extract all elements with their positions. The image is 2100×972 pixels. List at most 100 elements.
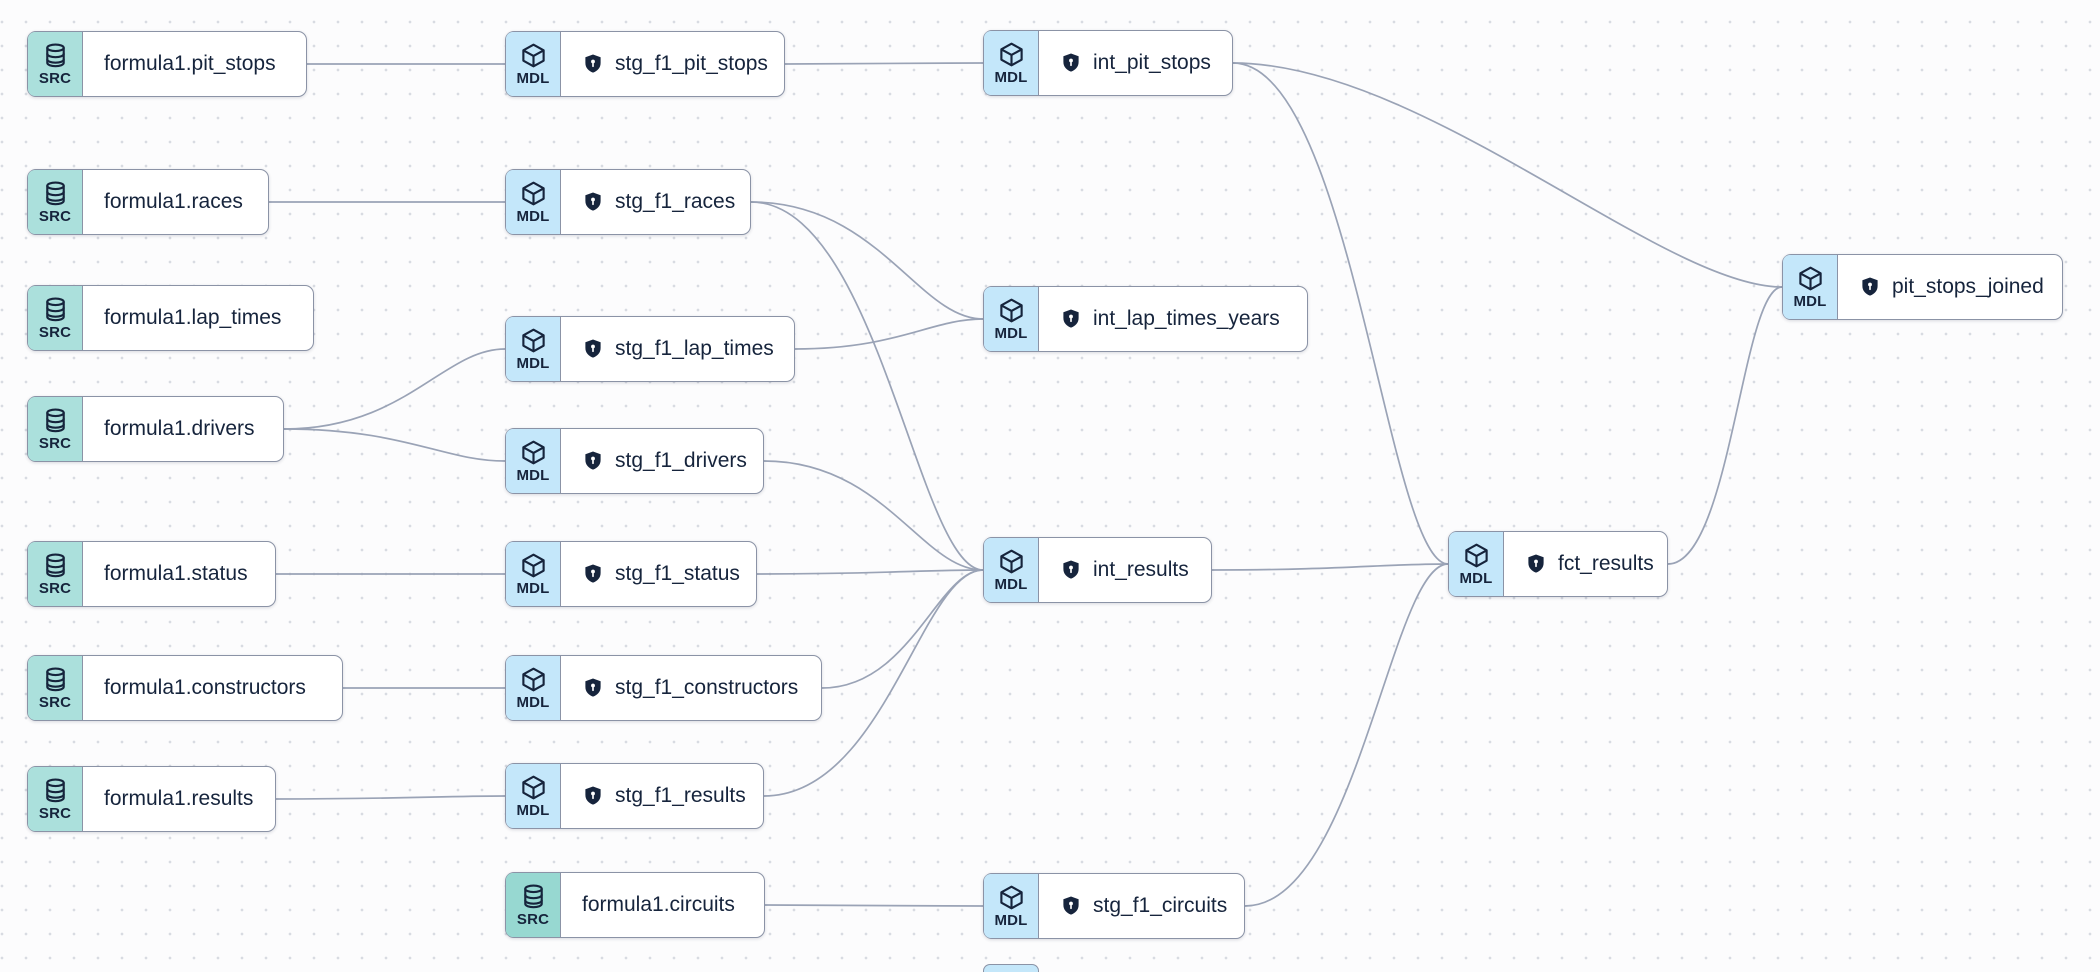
- shield-icon: [585, 564, 601, 583]
- edge-fct_results--pit_stops_joined: [1667, 286, 1783, 565]
- edge-stg_f1_lap_times--int_lap_times_years: [794, 318, 984, 350]
- model-cube-icon: [1798, 266, 1822, 291]
- node-body: int_pit_stops: [1039, 31, 1232, 95]
- node-body: stg_f1_constructors: [561, 656, 821, 720]
- badge-label: MDL: [516, 70, 550, 87]
- model-cube-icon: [521, 553, 545, 578]
- node-stg_f1_status[interactable]: MDL stg_f1_status: [505, 541, 757, 607]
- shield-icon: [585, 339, 601, 358]
- node-body: formula1.drivers: [83, 397, 283, 461]
- edge-stg_f1_drivers--int_results: [763, 460, 984, 571]
- node-formula1-results[interactable]: SRC formula1.results: [27, 766, 276, 832]
- badge-label: MDL: [516, 694, 550, 711]
- node-stg_f1_pit_stops[interactable]: MDL stg_f1_pit_stops: [505, 31, 785, 97]
- node-stg_f1_constructors[interactable]: MDL stg_f1_constructors: [505, 655, 822, 721]
- node-label: int_lap_times_years: [1093, 307, 1280, 330]
- model-type-badge: MDL: [506, 542, 561, 606]
- badge-label: MDL: [994, 576, 1028, 593]
- node-label: stg_f1_pit_stops: [615, 52, 768, 75]
- node-body: stg_f1_lap_times: [561, 317, 794, 381]
- node-body: formula1.results: [83, 767, 275, 831]
- badge-label: MDL: [516, 580, 550, 597]
- node-body: stg_f1_drivers: [561, 429, 765, 493]
- edge-formula1-drivers--stg_f1_lap_times: [283, 348, 506, 430]
- node-label: formula1.results: [104, 787, 254, 810]
- node-body: int_results: [1039, 538, 1211, 602]
- node-int_results[interactable]: MDL int_results: [983, 537, 1212, 603]
- node-body: stg_f1_status: [561, 542, 758, 606]
- model-type-badge: MDL: [506, 317, 561, 381]
- node-formula1-status[interactable]: SRC formula1.status: [27, 541, 276, 607]
- node-formula1-races[interactable]: SRC formula1.races: [27, 169, 269, 235]
- badge-label: MDL: [994, 912, 1028, 929]
- database-icon: [45, 553, 65, 578]
- node-label: formula1.drivers: [104, 417, 255, 440]
- node-label: pit_stops_joined: [1892, 275, 2044, 298]
- shield-icon: [1063, 53, 1079, 72]
- model-type-badge: MDL: [506, 764, 561, 828]
- node-label: formula1.status: [104, 562, 248, 585]
- edge-int_results--fct_results: [1211, 563, 1449, 571]
- node-body: formula1.constructors: [83, 656, 342, 720]
- model-cube-icon: [521, 328, 545, 353]
- badge-label: MDL: [1459, 570, 1493, 587]
- node-body: pit_stops_joined: [1838, 255, 2062, 319]
- edge-stg_f1_circuits--fct_results: [1244, 563, 1449, 907]
- node-label: stg_f1_constructors: [615, 676, 799, 699]
- node-formula1-circuits[interactable]: SRC formula1.circuits: [505, 872, 765, 938]
- model-cube-icon: [521, 43, 545, 68]
- model-type-badge: MDL: [506, 32, 561, 96]
- node-fct_results[interactable]: MDL fct_results: [1448, 531, 1668, 597]
- shield-icon: [585, 451, 601, 470]
- node-partial-bottom[interactable]: [983, 964, 1039, 972]
- node-label: formula1.circuits: [582, 893, 735, 916]
- model-cube-icon: [999, 549, 1023, 574]
- source-type-badge: SRC: [28, 170, 83, 234]
- model-type-badge: MDL: [506, 170, 561, 234]
- node-body: fct_results: [1504, 532, 1672, 596]
- model-type-badge: MDL: [506, 429, 561, 493]
- node-stg_f1_lap_times[interactable]: MDL stg_f1_lap_times: [505, 316, 795, 382]
- shield-icon: [1063, 896, 1079, 915]
- shield-icon: [1063, 309, 1079, 328]
- node-body: formula1.circuits: [561, 873, 764, 937]
- database-icon: [45, 181, 65, 206]
- database-icon: [45, 43, 65, 68]
- database-icon: [45, 297, 65, 322]
- node-stg_f1_races[interactable]: MDL stg_f1_races: [505, 169, 751, 235]
- node-body: formula1.pit_stops: [83, 32, 306, 96]
- shield-icon: [585, 192, 601, 211]
- node-body: stg_f1_races: [561, 170, 753, 234]
- source-type-badge: SRC: [506, 873, 561, 937]
- edge-stg_f1_races--int_results: [750, 201, 984, 571]
- badge-label: SRC: [38, 805, 72, 822]
- node-label: stg_f1_lap_times: [615, 337, 774, 360]
- database-icon: [45, 408, 65, 433]
- shield-icon: [1528, 554, 1544, 573]
- edge-stg_f1_pit_stops--int_pit_stops: [784, 62, 984, 65]
- node-body: formula1.status: [83, 542, 275, 606]
- shield-icon: [585, 678, 601, 697]
- edge-int_pit_stops--fct_results: [1232, 62, 1449, 565]
- node-body: stg_f1_results: [561, 764, 764, 828]
- source-type-badge: SRC: [28, 542, 83, 606]
- node-label: formula1.races: [104, 190, 243, 213]
- node-label: fct_results: [1558, 552, 1654, 575]
- model-type-badge: MDL: [506, 656, 561, 720]
- node-label: int_results: [1093, 558, 1189, 581]
- node-body: int_lap_times_years: [1039, 287, 1307, 351]
- edge-stg_f1_races--int_lap_times_years: [750, 201, 984, 320]
- badge-label: MDL: [516, 208, 550, 225]
